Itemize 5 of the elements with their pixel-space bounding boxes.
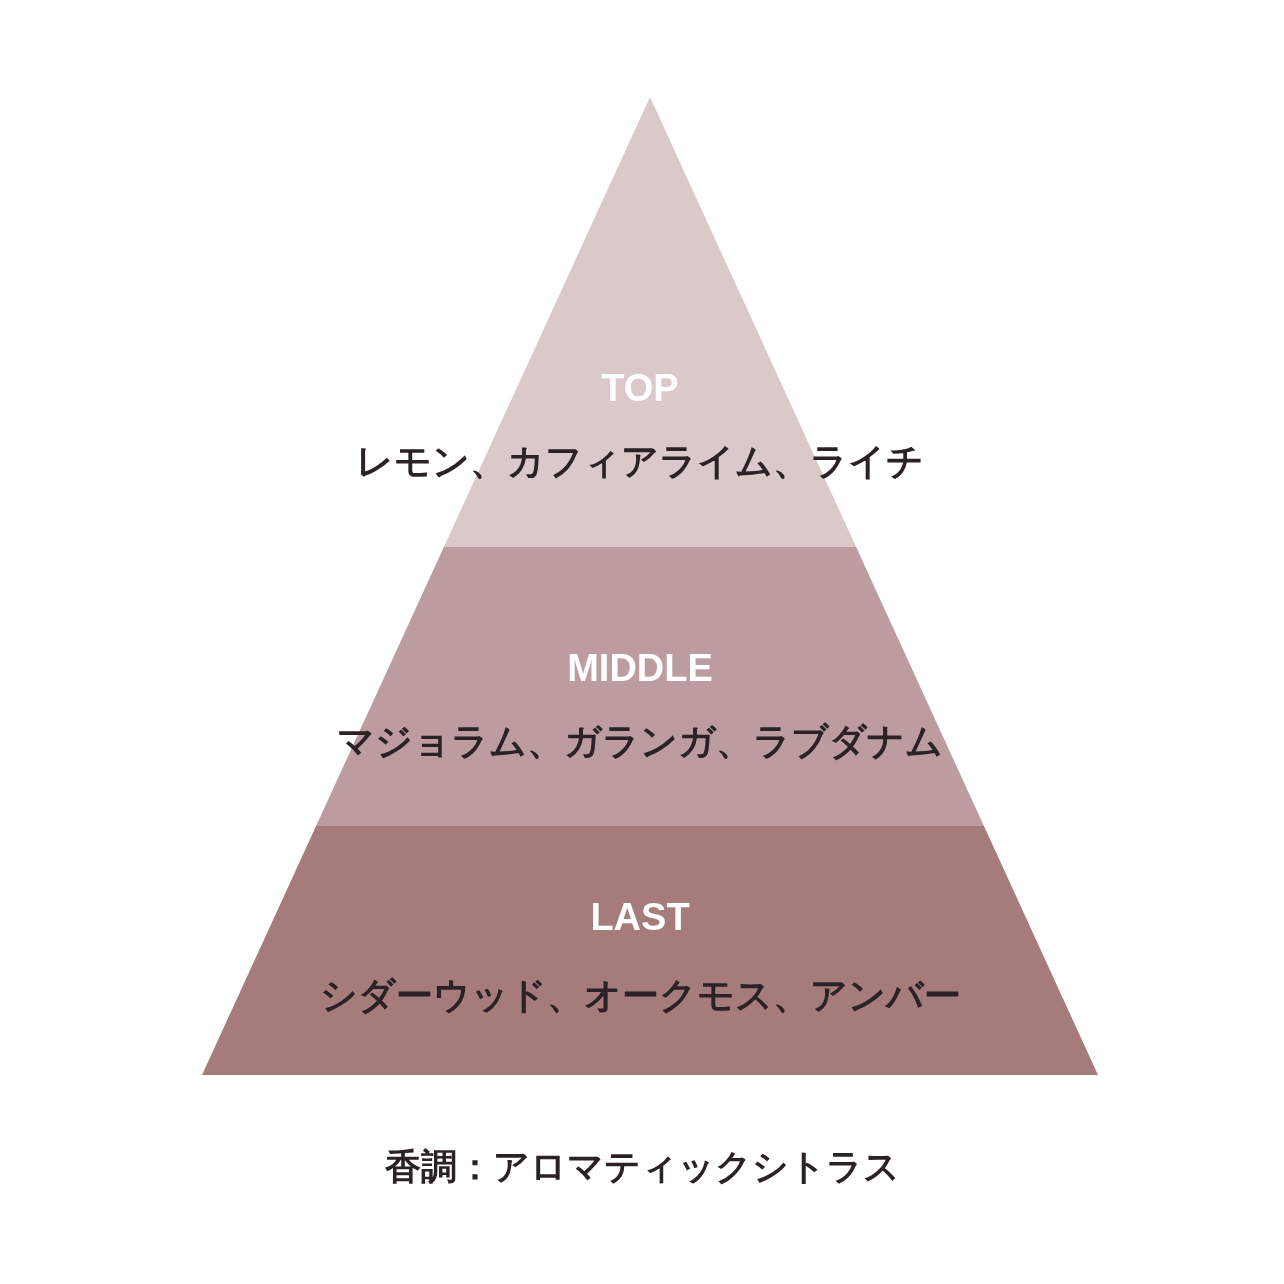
ingredient-list: シダーウッド、オークモス、アンバー [319, 971, 961, 1021]
tier-heading: MIDDLE [567, 647, 713, 690]
tier-heading: LAST [590, 896, 690, 939]
caption: 香調：アロマティックシトラス [384, 1145, 900, 1189]
ingredient-list: レモン、カフィアライム、ライチ [356, 437, 924, 487]
